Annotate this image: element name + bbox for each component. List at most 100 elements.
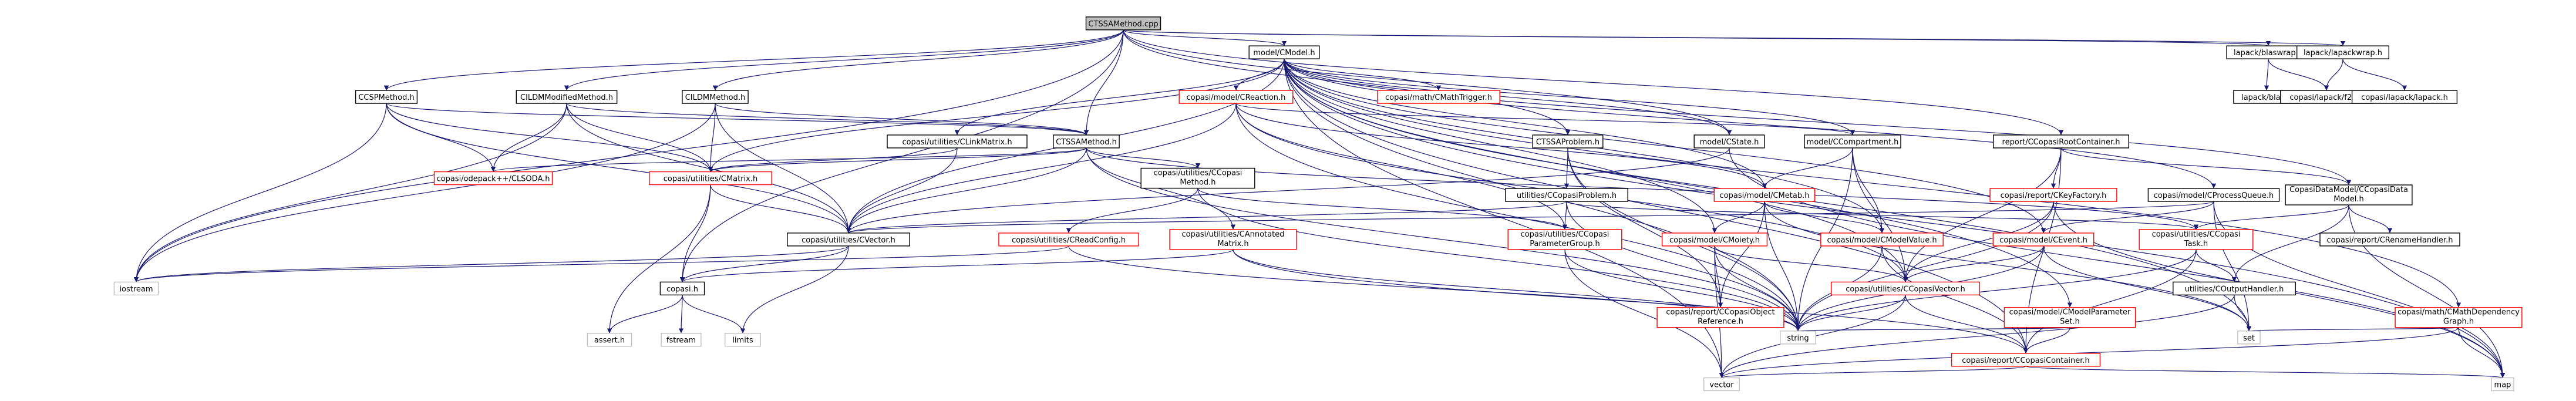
node-cmodel[interactable]: model/CModel.h [1248, 45, 1320, 59]
node-iostream: iostream [113, 281, 159, 296]
node-label-ccopasimethod: copasi/utilities/CCopasi [1154, 169, 1242, 178]
edge-ccopasicontainer-to-map [2025, 366, 2505, 379]
edge-ccopasimethod-to-creadconfig [1066, 188, 1198, 233]
node-f2c[interactable]: copasi/lapack/f2c.h [2279, 90, 2373, 104]
node-label-clsoda: copasi/odepack++/CLSODA.h [437, 175, 550, 184]
edge-cildmmod-to-ctssamethod [566, 103, 1089, 136]
edge-root-to-cmodel [1123, 29, 1287, 46]
node-string: string [1780, 331, 1816, 345]
edge-ccopasiproblem-to-ccopasitask [1566, 201, 2198, 230]
node-label-cmetab: copasi/model/CMetab.h [1720, 191, 1810, 200]
edge-ccspmethod-to-ctssamethod [386, 103, 1089, 136]
edge-root-to-iostream [133, 29, 1124, 282]
node-ctssaproblem[interactable]: CTSSAProblem.h [1532, 134, 1604, 149]
node-ccopasiproblem[interactable]: utilities/CCopasiProblem.h [1505, 188, 1628, 202]
node-box-iostream [113, 281, 159, 296]
edge-cildmmod-to-iostream [133, 103, 567, 282]
node-coutputhandler[interactable]: utilities/COutputHandler.h [2173, 281, 2296, 296]
node-vector: vector [1703, 377, 1740, 392]
node-ckeyfactory[interactable]: copasi/report/CKeyFactory.h [1989, 188, 2117, 202]
node-lapackwrap[interactable]: lapack/lapackwrap.h [2296, 45, 2389, 59]
node-crenamehandler[interactable]: copasi/report/CRenameHandler.h [2319, 232, 2460, 247]
node-ccopasivector[interactable]: copasi/utilities/CCopasiVector.h [1830, 281, 1981, 296]
node-box-coutputhandler [2173, 281, 2296, 296]
node-cevent[interactable]: copasi/model/CEvent.h [1992, 232, 2095, 247]
edge-clinkmatrix-to-cvector [846, 147, 958, 233]
node-cmoiety[interactable]: copasi/model/CMoiety.h [1661, 232, 1768, 247]
node-box-cildm [682, 90, 749, 104]
edge-ctssamethod-to-cmatrix [708, 147, 1087, 173]
node-cmatrix[interactable]: copasi/utilities/CMatrix.h [649, 171, 772, 186]
node-map: map [2491, 377, 2514, 392]
node-ccopasicontainer[interactable]: copasi/report/CCopasiContainer.h [1951, 353, 2101, 367]
edge-ccspmethod-to-cmatrix [386, 103, 713, 172]
node-box-cprocessqueue [2147, 188, 2280, 202]
node-box-cmathdependencygraph [2395, 307, 2523, 328]
node-box-cmatrix [649, 171, 772, 186]
node-creadconfig[interactable]: copasi/utilities/CReadConfig.h [998, 232, 1139, 247]
edge-cmathdependencygraph-to-set [2247, 326, 2459, 332]
edge-cmodel-to-ccopasicontainer [1284, 59, 2029, 353]
node-label-ccopasiobjectreference: copasi/report/CCopasiObject [1666, 308, 1774, 317]
node-label-cvector: copasi/utilities/CVector.h [802, 236, 895, 245]
node-box-map [2491, 377, 2514, 392]
node-label-cprocessqueue: copasi/model/CProcessQueue.h [2154, 191, 2274, 200]
node-copasih[interactable]: copasi.h [659, 281, 705, 296]
node-root[interactable]: CTSSAMethod.cpp [1085, 16, 1161, 31]
node-box-ctssamethod [1053, 134, 1120, 149]
node-ccompartment[interactable]: model/CCompartment.h [1804, 134, 1901, 149]
node-box-clinkmatrix [887, 134, 1028, 149]
node-ccspmethod[interactable]: CCSPMethod.h [355, 90, 418, 104]
node-box-set [2237, 331, 2261, 345]
node-box-string [1780, 331, 1816, 345]
node-cprocessqueue[interactable]: copasi/model/CProcessQueue.h [2147, 188, 2280, 202]
node-cstate[interactable]: model/CState.h [1693, 134, 1765, 149]
edge-creaction-to-ccopasiparametergroup [1235, 103, 1568, 230]
node-set: set [2237, 331, 2261, 345]
edge-cstate-to-map [1729, 147, 2506, 378]
edge-cmodel-to-ccompartment [1284, 59, 1856, 136]
node-box-copasih [659, 281, 705, 296]
node-cmetab[interactable]: copasi/model/CMetab.h [1713, 188, 1816, 202]
edge-ccopasimethod-to-ccopasiparametergroup [1197, 188, 1568, 230]
node-cmathtrigger[interactable]: copasi/math/CMathTrigger.h [1377, 90, 1500, 104]
node-ctssamethod[interactable]: CTSSAMethod.h [1053, 134, 1120, 149]
node-cmodelvalue[interactable]: copasi/model/CModelValue.h [1820, 232, 1944, 247]
edge-root-to-cstate [1123, 29, 1732, 135]
node-cvector[interactable]: copasi/utilities/CVector.h [787, 232, 910, 247]
node-label-coutputhandler: utilities/COutputHandler.h [2185, 285, 2284, 294]
node-cildm[interactable]: CILDMMethod.h [682, 90, 749, 104]
edge-cmatrix-to-cvector [710, 184, 851, 233]
node-creaction[interactable]: copasi/model/CReaction.h [1178, 90, 1294, 104]
node-ccopasirootcontainer[interactable]: report/CCopasiRootContainer.h [1992, 134, 2129, 149]
node-box-ccopasitask [2139, 229, 2254, 250]
node-cildmmod[interactable]: CILDMModifiedMethod.h [516, 90, 618, 104]
node-label-cevent: copasi/model/CEvent.h [1999, 236, 2087, 245]
edge-cevent-to-set [2043, 245, 2252, 331]
edge-ctssamethod-to-cannotatedmatrix [1086, 147, 1236, 230]
node-lapackh[interactable]: copasi/lapack/lapack.h [2351, 90, 2458, 104]
node-label-root: CTSSAMethod.cpp [1088, 20, 1158, 29]
edge-cmodel-to-cmatrix [708, 59, 1285, 172]
node-clinkmatrix[interactable]: copasi/utilities/CLinkMatrix.h [887, 134, 1028, 149]
edge-cmetab-to-cmoiety [1712, 201, 1765, 233]
edge-lapackwrap-to-lapackh [2342, 59, 2407, 91]
edge-root-to-cildm [712, 29, 1124, 91]
node-label-ccopasiparametergroup: ParameterGroup.h [1530, 240, 1600, 248]
node-label-cildm: CILDMMethod.h [685, 93, 746, 102]
node-label-limits: limits [732, 336, 753, 345]
edge-cmodel-to-clinkmatrix [954, 59, 1285, 135]
edge-cmodel-to-cmetab [1284, 59, 1767, 189]
node-clsoda[interactable]: copasi/odepack++/CLSODA.h [433, 171, 553, 186]
edge-cmoiety-to-string [1714, 245, 1801, 331]
edge-ccompartment-to-cmetab [1762, 147, 1853, 189]
node-blaswrap[interactable]: lapack/blaswrap.h [2226, 45, 2311, 59]
